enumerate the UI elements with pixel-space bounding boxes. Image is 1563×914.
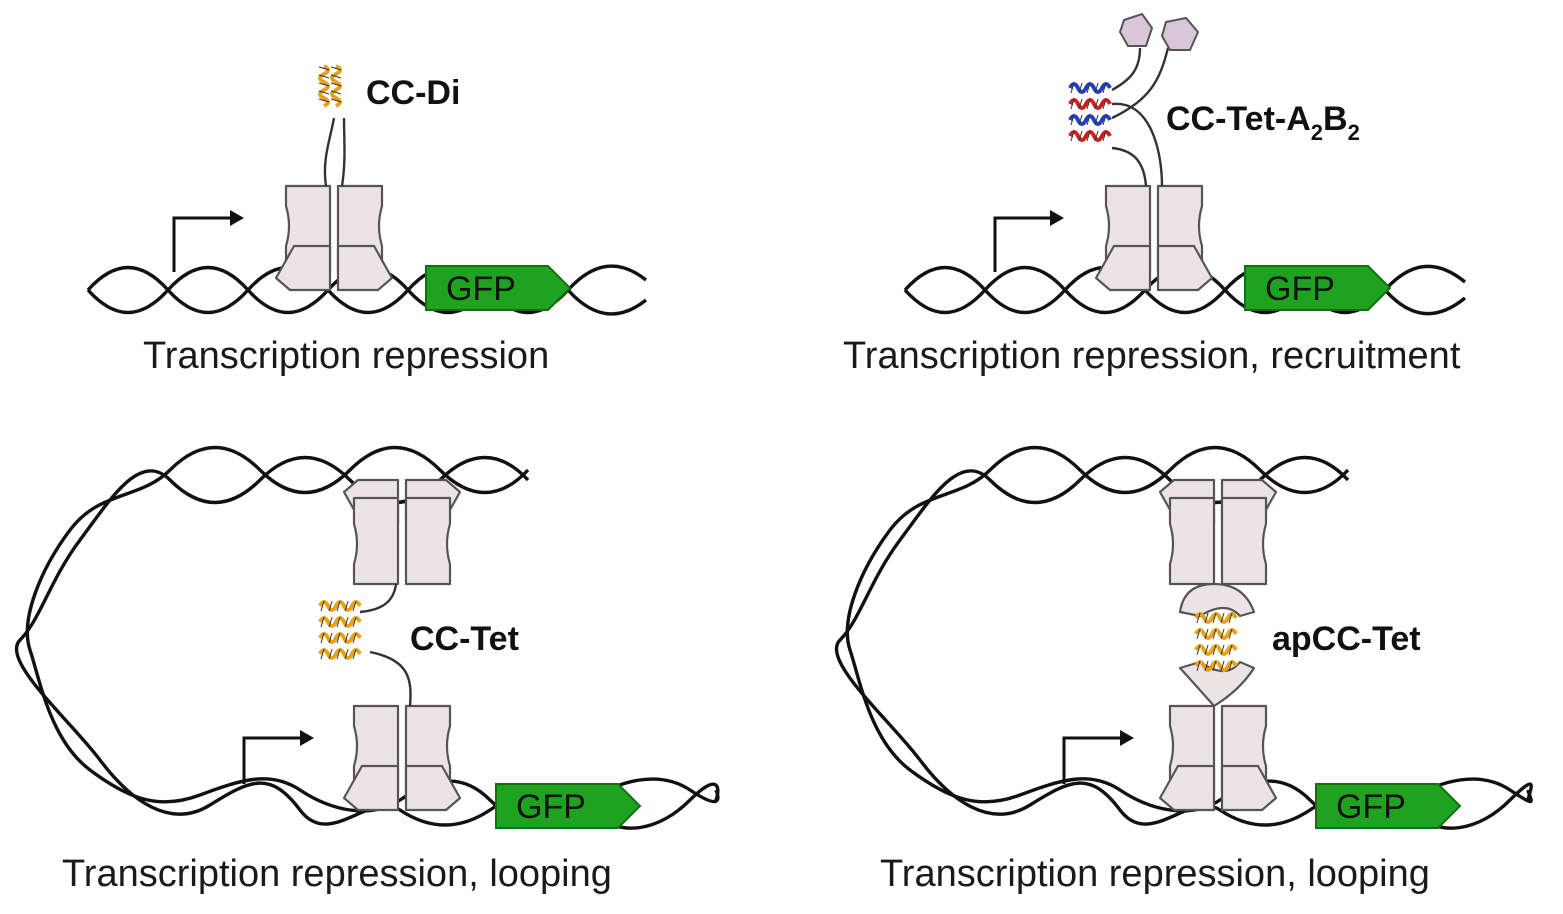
repressor-protein xyxy=(1094,184,1214,292)
caption-panel-4: Transcription repression, looping xyxy=(880,853,1430,895)
coiled-coil-tetramer xyxy=(1194,611,1238,673)
repressor-protein xyxy=(1158,704,1278,812)
label-sub: 2 xyxy=(1348,120,1360,145)
panel-cc-di: GFP CC-Di Transcription repression xyxy=(86,64,648,377)
label-cc-di: CC-Di xyxy=(366,74,460,112)
label-sub: 2 xyxy=(1311,120,1323,145)
label-cc-tet: CC-Tet xyxy=(410,620,519,658)
caption-panel-2: Transcription repression, recruitment xyxy=(843,335,1461,377)
repressor-protein xyxy=(342,704,462,812)
gfp-label: GFP xyxy=(1265,270,1335,308)
cargo-protein-icon xyxy=(1118,12,1200,51)
panel-cc-tet-a2b2: GFP CC-Tet-A2B2 Transcription repression… xyxy=(843,12,1467,377)
gfp-gene: GFP xyxy=(1315,783,1462,829)
coiled-coil-tetramer xyxy=(318,599,362,661)
label-part: CC-Tet-A xyxy=(1166,100,1311,138)
svg-text:CC-Tet-A2B2: CC-Tet-A2B2 xyxy=(1166,100,1360,145)
linker xyxy=(1178,582,1256,708)
promoter-arrowhead-icon xyxy=(230,210,244,226)
repressor-protein xyxy=(342,478,462,586)
gfp-label: GFP xyxy=(516,788,586,826)
gfp-gene: GFP xyxy=(1244,265,1392,311)
gfp-label: GFP xyxy=(446,270,516,308)
promoter-arrow-icon xyxy=(172,216,236,272)
linker xyxy=(359,583,412,707)
linker xyxy=(323,117,346,187)
caption-panel-3: Transcription repression, looping xyxy=(62,853,612,895)
gfp-label: GFP xyxy=(1336,788,1406,826)
caption-panel-1: Transcription repression xyxy=(143,335,549,377)
promoter-arrow-icon xyxy=(1062,736,1126,784)
promoter-arrow-icon xyxy=(993,216,1056,272)
panel-apcc-tet: GFP apCC-Tet Transcription repression, l… xyxy=(834,445,1533,895)
coiled-coil-dimer xyxy=(317,64,343,108)
gfp-gene: GFP xyxy=(425,265,572,311)
gfp-gene: GFP xyxy=(495,783,642,829)
repressor-protein xyxy=(274,184,394,292)
promoter-arrowhead-icon xyxy=(1120,730,1134,746)
label-part: B xyxy=(1323,100,1348,138)
label-apcc-tet: apCC-Tet xyxy=(1272,620,1421,658)
linker xyxy=(1111,47,1170,187)
panel-cc-tet: GFP CC-Tet Transcription repression, loo… xyxy=(14,445,720,895)
promoter-arrow-icon xyxy=(242,736,306,784)
repressor-protein xyxy=(1158,478,1278,586)
coiled-coil-tetramer xyxy=(1068,81,1112,143)
promoter-arrowhead-icon xyxy=(300,730,314,746)
promoter-arrowhead-icon xyxy=(1050,210,1064,226)
label-cc-tet-a2b2: CC-Tet-A2B2 xyxy=(1166,100,1360,145)
